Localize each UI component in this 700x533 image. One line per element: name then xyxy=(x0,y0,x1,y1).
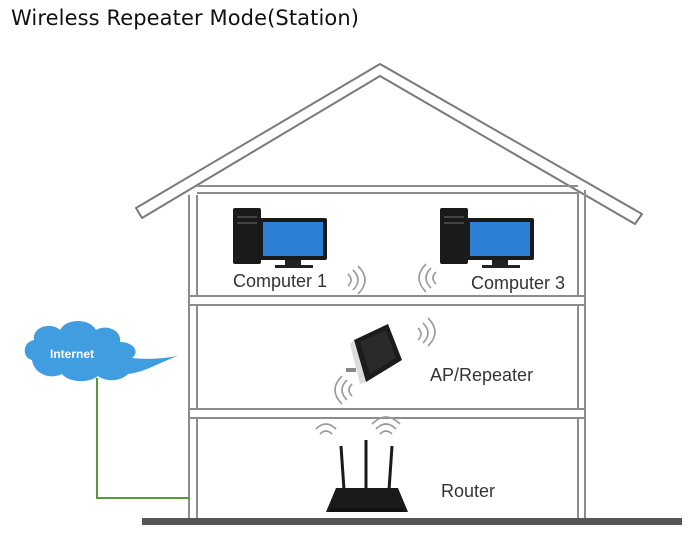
computer-icon xyxy=(233,208,327,268)
repeater-icon xyxy=(346,324,402,384)
wifi-signal-icon xyxy=(347,265,366,295)
wifi-signal-icon xyxy=(418,263,437,293)
computer3-label: Computer 3 xyxy=(471,273,565,293)
cloud-icon xyxy=(24,321,179,382)
diagram-title: Wireless Repeater Mode(Station) xyxy=(11,6,360,30)
house-walls xyxy=(188,185,586,520)
wifi-signal-icon xyxy=(315,423,337,435)
house-roof xyxy=(135,63,643,225)
internet-cable xyxy=(96,378,190,499)
wifi-signal-icon xyxy=(334,375,353,405)
computer1-label: Computer 1 xyxy=(233,271,327,291)
computer-icon xyxy=(440,208,534,268)
repeater-label: AP/Repeater xyxy=(430,365,533,385)
router-label: Router xyxy=(441,481,495,501)
wifi-signal-icon xyxy=(371,416,401,435)
ground-line xyxy=(142,518,682,525)
internet-label: Internet xyxy=(50,347,94,361)
wifi-signal-icon xyxy=(417,317,436,347)
router-icon xyxy=(326,440,408,512)
